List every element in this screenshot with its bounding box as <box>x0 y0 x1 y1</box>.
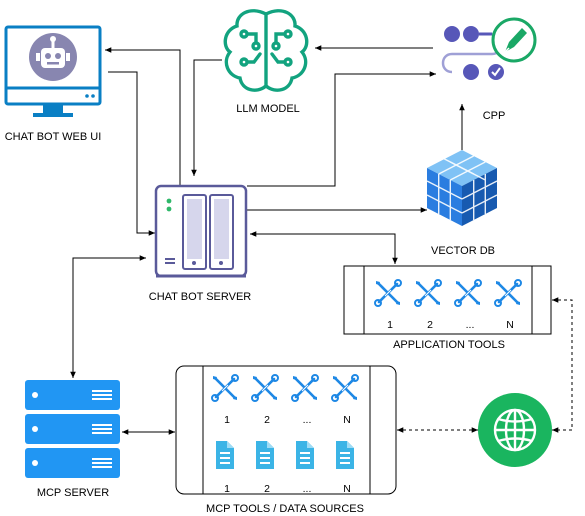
app-tool-number: 2 <box>427 319 433 331</box>
data-source-number: 1 <box>224 483 230 495</box>
data-source-number: N <box>343 483 351 495</box>
llm-model: LLM MODEL <box>223 9 309 115</box>
server-tower-icon <box>154 184 248 278</box>
data-source-number: ... <box>303 483 312 495</box>
rack-server-icon <box>25 380 120 478</box>
monitor-robot-icon <box>4 25 102 117</box>
label-llm-model: LLM MODEL <box>236 103 300 115</box>
mcp-tools-box <box>175 365 397 495</box>
data-source-number: 2 <box>264 483 270 495</box>
mcp-tool-number: N <box>343 414 351 426</box>
edge-llm-to-server <box>191 59 222 176</box>
label-mcp-tools-data-sources: MCP TOOLS / DATA SOURCES <box>206 503 364 515</box>
app-tool-number: 1 <box>387 319 393 331</box>
edge-server-apptools <box>250 231 398 264</box>
edge-webui-to-server <box>108 71 155 236</box>
chat-bot-web-ui: CHAT BOT WEB UI <box>4 25 102 143</box>
mcp-server: MCP SERVER <box>25 380 120 499</box>
edge-server-to-webui <box>105 47 181 186</box>
edge-globe-apptools <box>552 297 573 433</box>
label-cpp: CPP <box>483 110 506 122</box>
label-mcp-server: MCP SERVER <box>37 487 109 499</box>
application-tools: 1 2 ... N APPLICATION TOOLS <box>343 265 552 351</box>
mcp-tool-number: 2 <box>264 414 270 426</box>
app-tool-number: ... <box>466 319 475 331</box>
workflow-edit-icon <box>441 17 537 80</box>
cpp: CPP <box>441 17 537 122</box>
edge-server-to-cpp <box>247 71 436 187</box>
app-tool-number: N <box>506 319 514 331</box>
label-vector-db: VECTOR DB <box>431 245 495 257</box>
mcp-tool-number: 1 <box>224 414 230 426</box>
chat-bot-server: CHAT BOT SERVER <box>149 184 252 303</box>
vector-db: VECTOR DB <box>426 150 498 257</box>
globe-icon <box>478 393 552 467</box>
application-tools-box <box>343 265 552 335</box>
label-application-tools: APPLICATION TOOLS <box>393 339 505 351</box>
cube-database-icon <box>426 150 498 226</box>
mcp-tool-number: ... <box>303 414 312 426</box>
connectors <box>70 45 573 435</box>
mcp-tools-data-sources: 1 2 ... N 1 2 ... N MCP TOOLS / DATA SOU… <box>175 365 397 515</box>
edge-server-mcpserver <box>70 255 146 378</box>
label-chat-bot-web-ui: CHAT BOT WEB UI <box>5 131 102 143</box>
label-chat-bot-server: CHAT BOT SERVER <box>149 291 252 303</box>
brain-circuit-icon <box>223 9 309 92</box>
